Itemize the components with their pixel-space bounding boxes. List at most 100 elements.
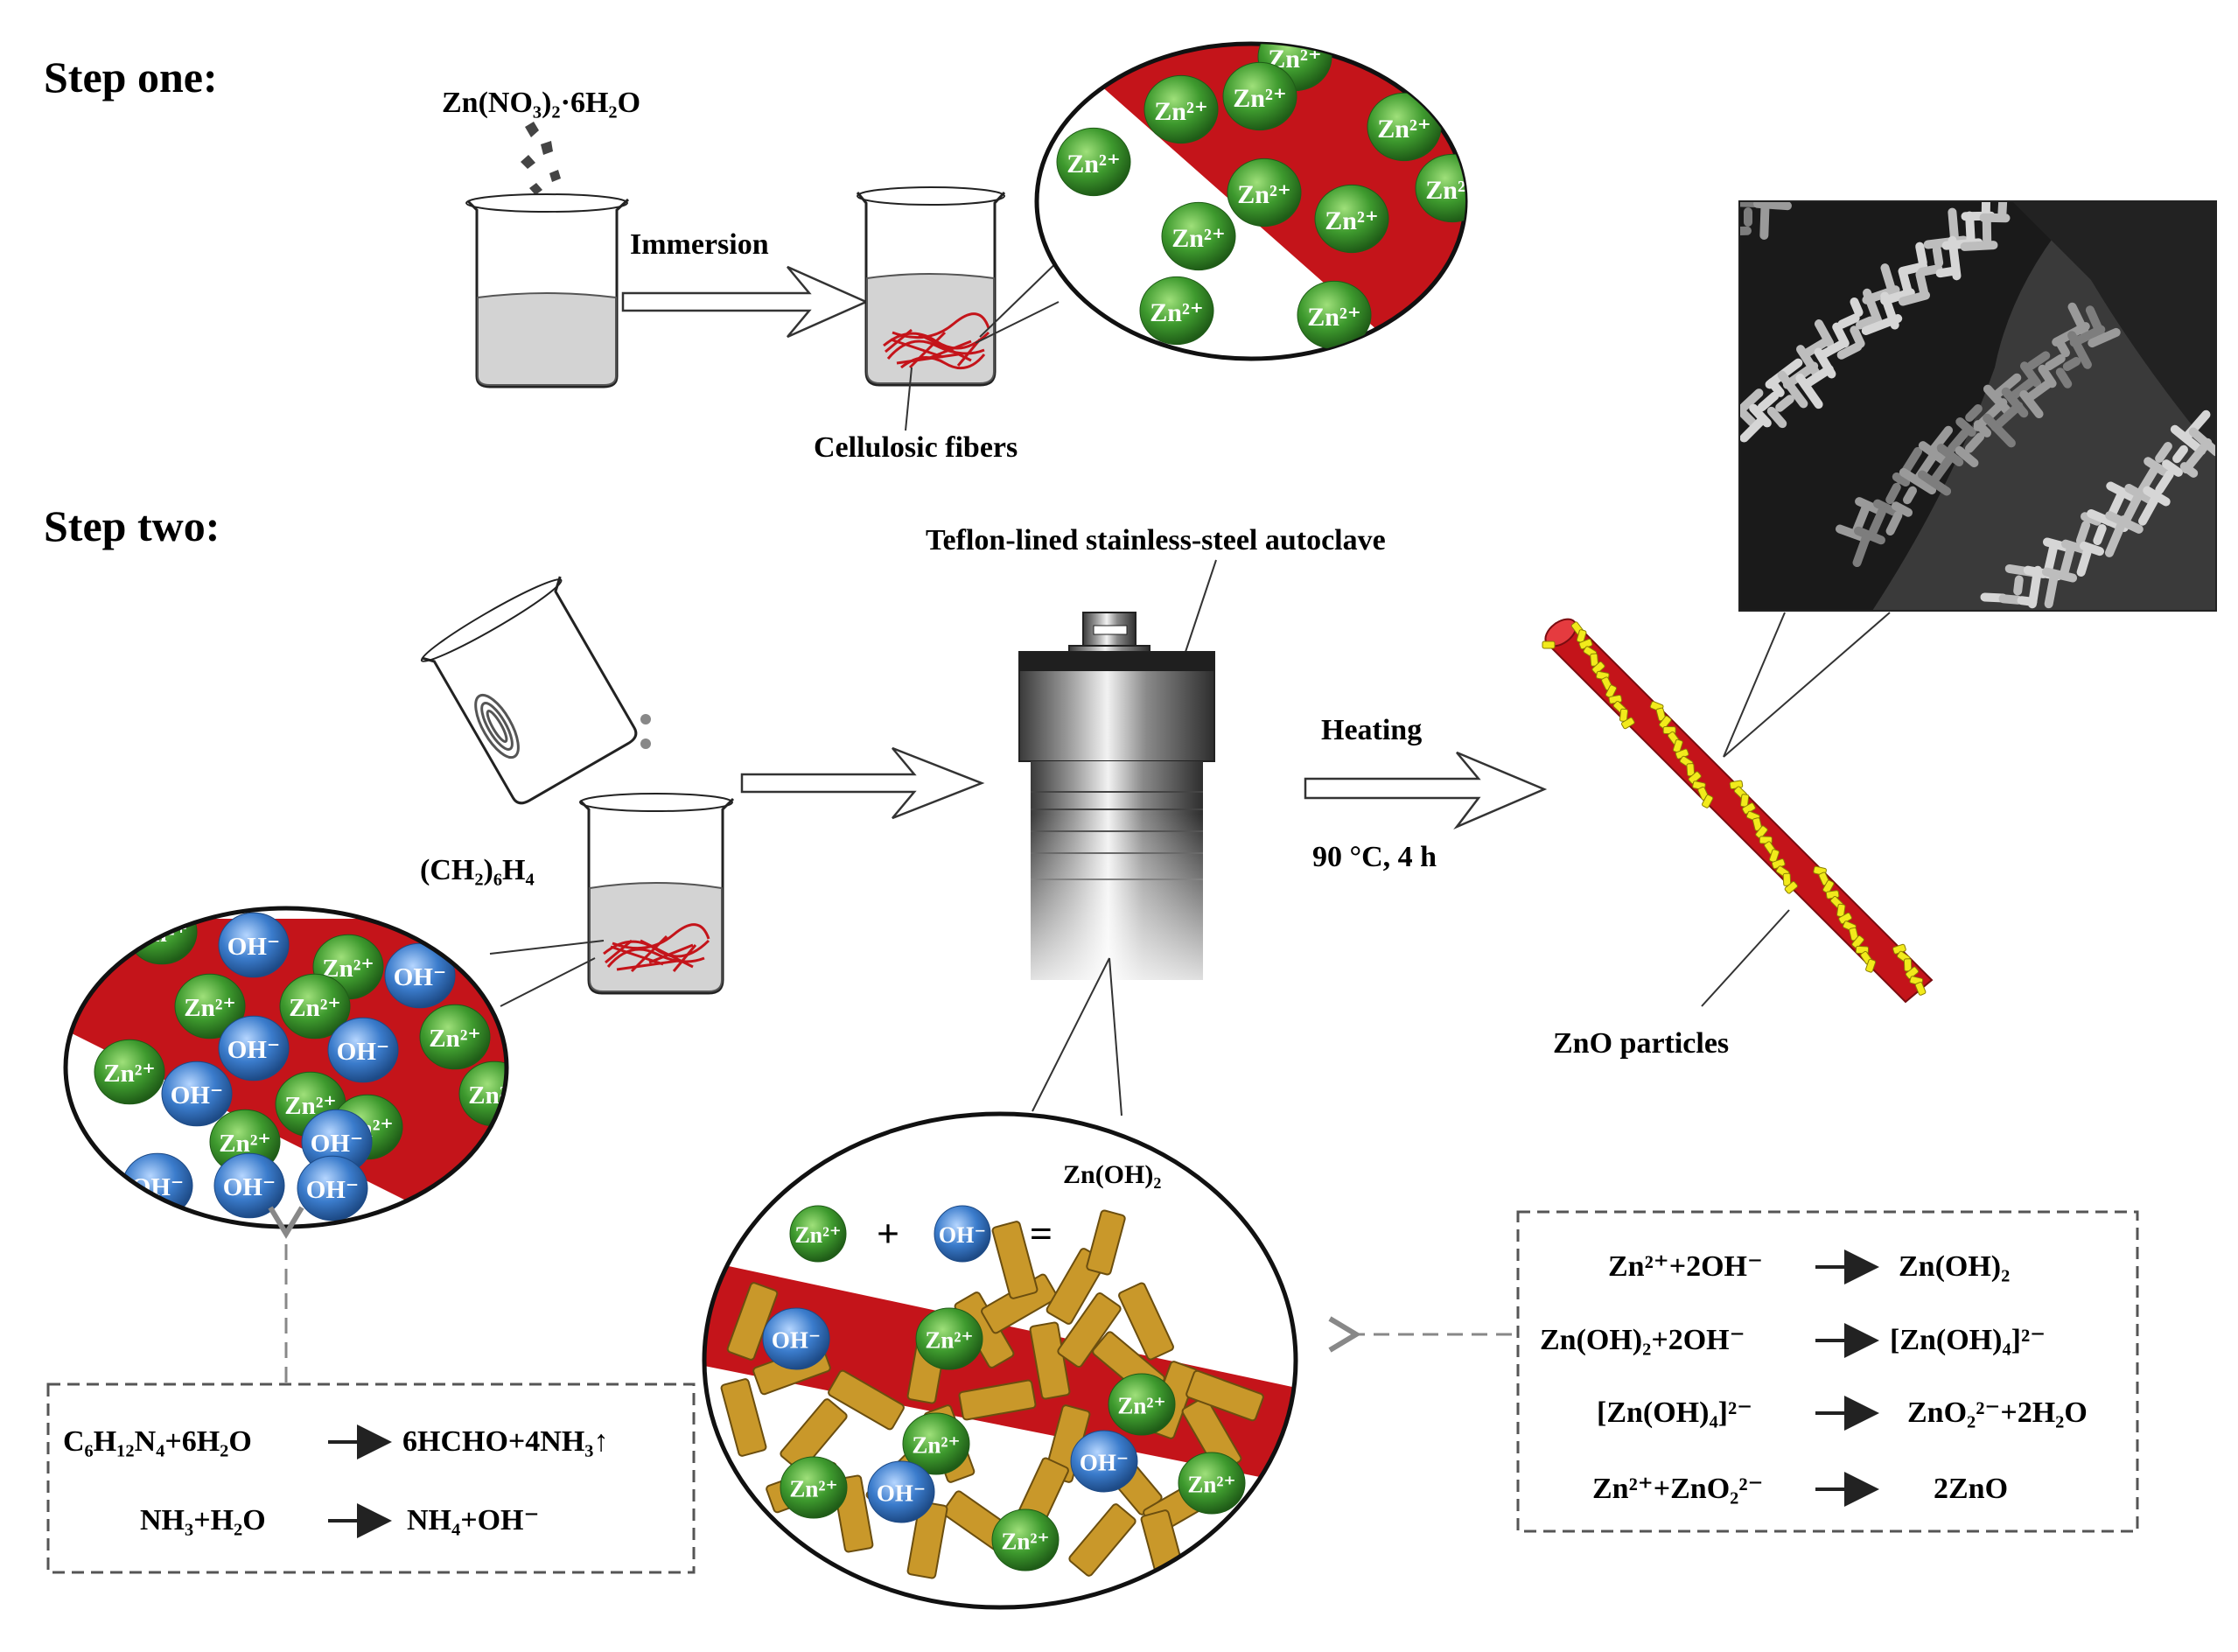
right-reaction-rhs: 2ZnO (1934, 1473, 2008, 1505)
sem-rod (1973, 420, 1992, 438)
sem-rod (1767, 378, 1785, 397)
sem-rod (2104, 515, 2129, 557)
sem-rod (1885, 511, 1903, 536)
sem-rod (1982, 214, 1992, 249)
zno-particle-icon (1755, 825, 1768, 839)
oh-ion-label: OH⁻ (337, 1038, 389, 1066)
right-reaction-lhs: Zn²⁺+2OH⁻ (1608, 1250, 1763, 1283)
sem-rod (2056, 339, 2070, 358)
sem-rod (1819, 339, 1847, 360)
zn-ion-label: Zn²⁺ (1067, 150, 1121, 178)
zn-oh2-rod-icon (1068, 1503, 1136, 1577)
zn-ion-icon: Zn²⁺ (915, 1307, 983, 1370)
oh-ion-icon: OH⁻ (1070, 1430, 1138, 1493)
sem-rod (1795, 373, 1823, 410)
sem-rod (1990, 373, 2022, 401)
eq-oh-label: OH⁻ (939, 1222, 986, 1248)
zno-particle-icon (1865, 958, 1877, 973)
sem-rod (1898, 290, 1931, 306)
sem-rod (2044, 569, 2060, 609)
autoclave-icon (1018, 612, 1215, 980)
sem-rod (2017, 596, 2038, 606)
oh-ion-icon: OH⁻ (327, 1017, 399, 1083)
sem-rod (1863, 288, 1884, 330)
oh-ion-label: OH⁻ (306, 1176, 359, 1204)
zn-ion-label: Zn²⁺ (1377, 115, 1431, 144)
sem-rod (1930, 453, 1955, 485)
oh-ion-label: OH⁻ (223, 1173, 276, 1201)
zn-ion-label: Zn²⁺ (1150, 298, 1204, 327)
sem-rod (1873, 499, 1898, 516)
right-reaction-rhs: [Zn(OH)₄]²⁻ (1890, 1324, 2046, 1356)
zn-ion-label: Zn²⁺ (184, 994, 235, 1022)
zno-particle-icon (1576, 629, 1587, 643)
right-reaction-list: Zn²⁺+2OH⁻Zn(OH)₂Zn(OH)₂+2OH⁻[Zn(OH)₄]²⁻[… (1540, 1250, 2088, 1507)
zno-particle-icon (1591, 661, 1605, 675)
sem-rod (2008, 376, 2038, 401)
heating-arrow-icon (1304, 751, 1548, 830)
sem-rod (1739, 388, 1764, 411)
zn-ion-icon: Zn²⁺ (991, 1508, 1060, 1572)
sem-rod (1932, 245, 1944, 268)
zn-ion-label: Zn²⁺ (219, 1130, 270, 1158)
sem-rod (2155, 442, 2172, 463)
left-reaction-rhs-2: NH₄+OH⁻ (407, 1504, 539, 1536)
zn-ion-label: Zn²⁺ (1001, 1529, 1049, 1555)
sem-rod (1915, 242, 1927, 268)
sem-rod (2162, 459, 2183, 477)
zno-particle-icon (1702, 794, 1714, 808)
right-reaction-rhs: Zn(OH)₂ (1899, 1250, 2010, 1283)
zn-ion-icon: Zn²⁺ (1108, 1373, 1176, 1436)
sem-rod (2026, 379, 2053, 402)
sem-rod (2045, 354, 2066, 371)
eq-zn-label: Zn²⁺ (794, 1222, 841, 1248)
oh-ion-label: OH⁻ (311, 1130, 363, 1158)
zn-ion-label: Zn²⁺ (1117, 1393, 1165, 1419)
sem-rod (1749, 403, 1772, 428)
sem-rod (1917, 470, 1952, 496)
zn-ion-label: Zn²⁺ (1237, 180, 1291, 209)
oh-ion-label: OH⁻ (394, 963, 446, 991)
sem-rod (1997, 201, 2008, 218)
zn-ion-label: Zn²⁺ (912, 1432, 960, 1459)
left-reaction-rhs-1: 6HCHO+4NH₃↑ (402, 1425, 608, 1458)
immersion-label: Immersion (630, 228, 769, 261)
sem-rod (2067, 331, 2092, 369)
reaction-equation-row: Zn²⁺ + OH⁻ = Zn(OH)₂ (789, 1160, 1161, 1276)
sem-rod (2088, 327, 2121, 348)
zn-ion-label: Zn²⁺ (1307, 303, 1361, 332)
right-reaction-box (1516, 1210, 2139, 1533)
sem-rod (2026, 351, 2051, 370)
oh-ion-icon: OH⁻ (384, 942, 456, 1009)
zno-particle-icon (1688, 771, 1702, 785)
zno-particle-icon (1672, 738, 1683, 753)
right-reaction-lhs: [Zn(OH)₄]²⁻ (1597, 1396, 1752, 1429)
zn-ion-label: Zn²⁺ (103, 1060, 155, 1088)
sem-rod (1892, 472, 1911, 486)
zno-particle-icon (1784, 881, 1798, 894)
oh-ion-label: OH⁻ (227, 933, 280, 961)
sem-rod (1955, 445, 1979, 468)
zno-particle-icon (1769, 849, 1780, 864)
sem-rod (1852, 531, 1871, 568)
zn-ion-label: Zn²⁺ (1233, 84, 1287, 113)
sem-rod (1801, 336, 1832, 359)
sem-rod (1837, 313, 1860, 329)
zn-ion-label: Zn²⁺ (1187, 1472, 1235, 1498)
oh-ion-icon: OH⁻ (762, 1307, 830, 1370)
sem-rod (1836, 342, 1863, 360)
sem-rod (1955, 416, 1976, 438)
zn-ion-icon: Zn²⁺ (1314, 184, 1389, 254)
left-reaction-lhs-1: C₆H₁₂N₄+6H₂O (63, 1425, 252, 1458)
oh-ion-icon: OH⁻ (297, 1155, 368, 1222)
heating-label: Heating (1321, 714, 1422, 746)
sem-rod (1990, 401, 2024, 432)
zoom2-ion-group: Zn²⁺OH⁻Zn²⁺OH⁻Zn²⁺Zn²⁺Zn²⁺OH⁻OH⁻Zn²⁺OH⁻Z… (94, 908, 507, 1222)
pouring-beaker-icon (420, 576, 638, 805)
conditions-label: 90 °C, 4 h (1312, 841, 1437, 873)
zn-ion-icon: Zn²⁺ (780, 1456, 848, 1519)
immersion-arrow-icon (621, 265, 870, 339)
sem-rod (2181, 410, 2211, 443)
beaker-with-fibers-icon (856, 186, 1067, 387)
